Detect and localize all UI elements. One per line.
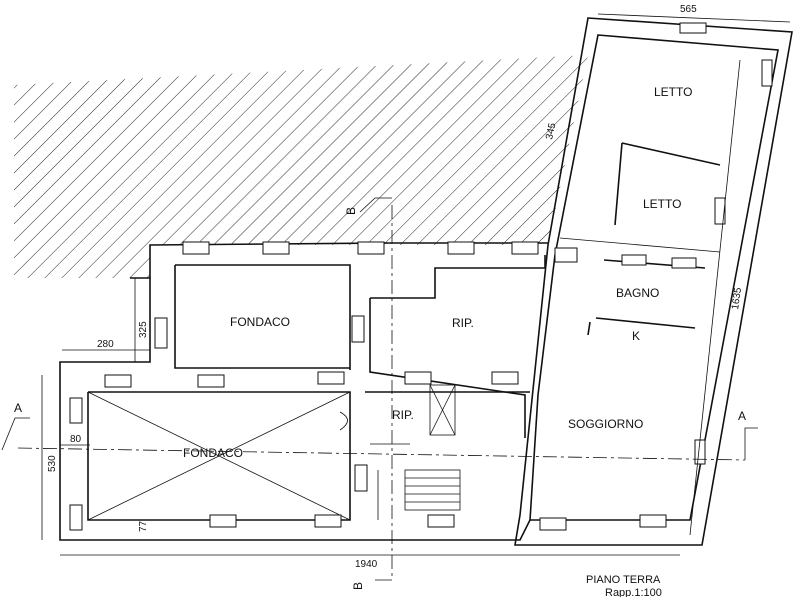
windows — [69, 22, 773, 531]
dimension-77: 77 — [138, 520, 149, 532]
room-label-fondaco-top: FONDACO — [230, 315, 290, 329]
room-label-letto-top: LETTO — [654, 85, 692, 99]
room-label-k: K — [632, 329, 640, 343]
dimension-1635: 1635 — [730, 286, 744, 310]
dimension-280: 280 — [97, 339, 114, 350]
dimension-lines — [41, 13, 791, 556]
room-label-letto-mid: LETTO — [643, 197, 681, 211]
section-lines — [1, 197, 758, 581]
section-label-b-top: B — [344, 207, 358, 215]
plan-scale: Rapp.1:100 — [605, 587, 662, 597]
room-label-rip-small: RIP. — [392, 408, 414, 422]
dimension-345: 345 — [544, 122, 558, 141]
section-label-a-right: A — [738, 409, 746, 423]
hatched-courtyard — [14, 55, 588, 278]
room-label-soggiorno: SOGGIORNO — [568, 417, 643, 431]
dimension-565: 565 — [680, 4, 697, 15]
left-block-walls — [59, 242, 548, 541]
plan-title: PIANO TERRA — [586, 574, 661, 586]
dimension-1940: 1940 — [355, 559, 378, 570]
dimension-80: 80 — [70, 434, 82, 445]
room-label-fondaco-bottom: FONDACO — [183, 446, 243, 460]
room-label-bagno: BAGNO — [616, 286, 659, 300]
dimension-530: 530 — [47, 455, 58, 472]
room-label-rip-top: RIP. — [452, 316, 474, 330]
dimension-325: 325 — [138, 321, 149, 338]
section-label-a-left: A — [14, 401, 22, 415]
section-label-b-bottom: B — [351, 582, 365, 590]
